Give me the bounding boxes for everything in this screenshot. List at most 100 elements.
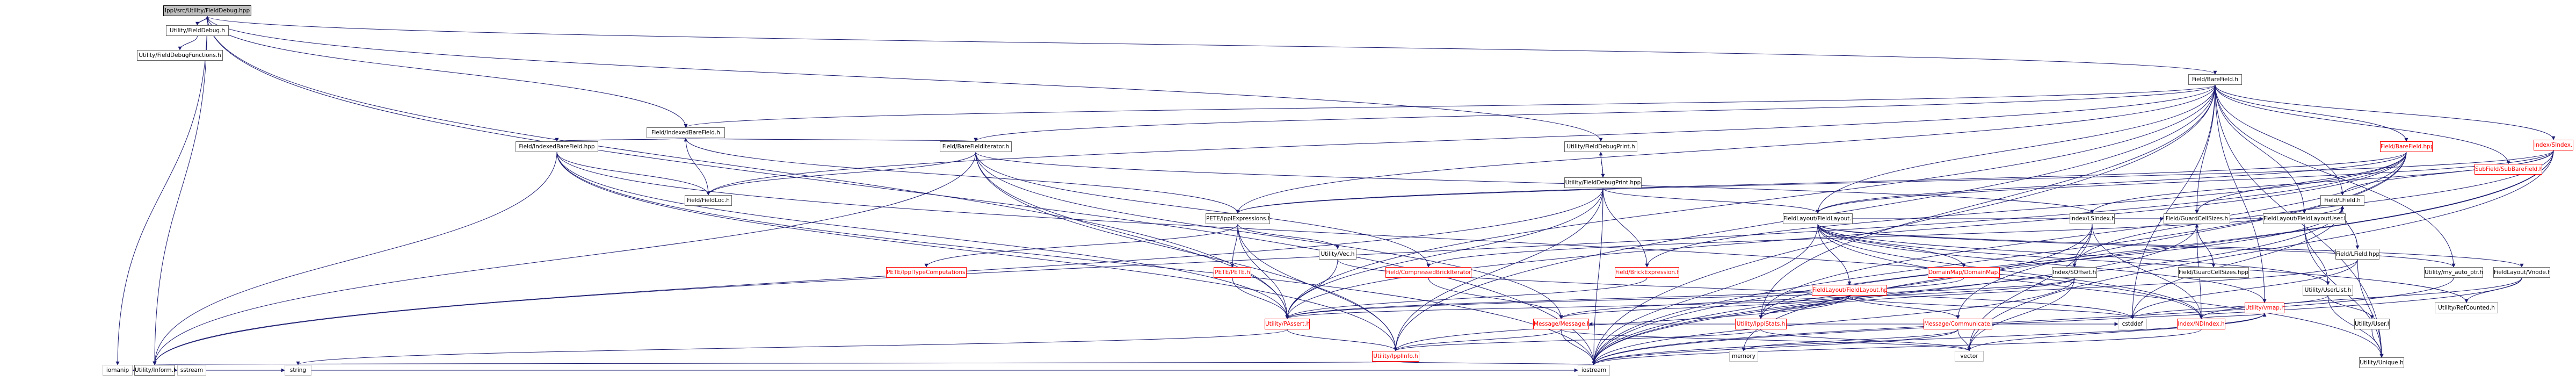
brick-expression-h-node[interactable]: Field/BrickExpression.h xyxy=(1615,267,1679,278)
include-edge-barefield_h-to-fieldlayout_h xyxy=(1816,84,2216,214)
guardcellsizes-h-node[interactable]: Field/GuardCellSizes.h xyxy=(2164,213,2230,224)
userlist-h-node[interactable]: Utility/UserList.h xyxy=(2303,285,2353,296)
inform-h-node[interactable]: Utility/Inform.h xyxy=(134,365,175,376)
node-label: Utility/UserList.h xyxy=(2304,287,2352,293)
my-auto-ptr-h-node[interactable]: Utility/my_auto_ptr.h xyxy=(2424,267,2483,278)
include-edge-vnode_h-to-iostream xyxy=(1592,277,2522,365)
node-label: iomanip xyxy=(106,367,129,373)
node-label: Utility/PAssert.h xyxy=(1265,321,1310,327)
include-edge-typeinfo_h-to-iostream xyxy=(1395,361,1595,365)
include-edge-barefield_h-to-my_auto_ptr_h xyxy=(2215,84,2456,268)
include-edge-fielddebug_hpp-to-iomanip xyxy=(115,16,208,365)
include-edge-indexedbarefield_hpp-to-inform_h xyxy=(153,152,557,365)
node-label: Field/GuardCellSizes.hpp xyxy=(2179,269,2248,276)
pasert-h-node[interactable]: Utility/PAssert.h xyxy=(1265,319,1310,329)
node-label: Index/NDIndex.h xyxy=(2178,321,2225,327)
node-label: PETE/IpplExpressions.h xyxy=(1206,215,1270,222)
include-edge-fieldlayout_h-to-iostream xyxy=(1592,224,1818,365)
pete-typeexpressions-h-node[interactable]: PETE/IpplExpressions.h xyxy=(1206,213,1270,224)
node-label: Field/IndexedBareField.hpp xyxy=(519,143,595,150)
include-edge-indexedbarefield_hpp-to-indexnd_h xyxy=(556,152,2203,319)
fielddebugprint-hpp-node[interactable]: Utility/FieldDebugPrint.hpp xyxy=(1564,177,1642,188)
include-edge-fieldlayout_h-to-rnegcontext_h xyxy=(1817,224,2469,303)
node-label: Field/CompressedBrickIterator.h xyxy=(1386,269,1471,276)
index-lsindex-h-node[interactable]: Index/LSIndex.h xyxy=(2070,213,2115,224)
index-sindex-h-node[interactable]: Index/SIndex.h xyxy=(2534,140,2573,150)
include-edge-barefield_h-to-fieldloc_h xyxy=(706,84,2216,196)
node-label: Field/FieldLoc.h xyxy=(687,197,730,204)
barefield-hpp-node[interactable]: Field/BareField.hpp xyxy=(2380,141,2433,152)
include-edge-userlist_h-to-user_h xyxy=(2327,295,2374,319)
include-edge-barefielditerator_h-to-typeinfo_h xyxy=(975,152,1398,351)
guardcellsizes-hpp-node[interactable]: Field/GuardCellSizes.hpp xyxy=(2178,267,2249,278)
fieldlayout-hpp-node[interactable]: FieldLayout/FieldLayout.hpp xyxy=(1812,285,1887,296)
include-edge-fieldlayout_h-to-vnode_h xyxy=(1817,224,2524,268)
include-edge-communicate_h-to-vector xyxy=(1957,329,1971,351)
node-label: FieldLayout/FieldLayout.h xyxy=(1783,215,1853,222)
include-edge-brickexpression_h-to-pasert_h xyxy=(1285,277,1648,319)
include-edge-vnode_h-to-indexnd_h xyxy=(2199,277,2522,319)
node-label: Utility/RefCounted.h xyxy=(2438,305,2495,311)
fielddebug-h-node[interactable]: Utility/FieldDebug.h xyxy=(166,25,229,36)
rnegcontext-h-node[interactable]: Utility/RefCounted.h xyxy=(2435,303,2498,313)
compressed-brick-iterator-h-node[interactable]: Field/CompressedBrickIterator.h xyxy=(1385,267,1471,278)
fieldlayoutuser-h-node[interactable]: FieldLayout/FieldLayoutUser.h xyxy=(2263,213,2346,224)
iostream-node: iostream xyxy=(1578,365,1610,376)
include-edge-barefield_h-to-fieldlfield_h xyxy=(2215,84,2345,196)
include-edge-indexsoffset_h-to-vector xyxy=(1967,277,2075,351)
barefield-h-node[interactable]: Field/BareField.h xyxy=(2188,74,2242,85)
indexedbarefield-h-node[interactable]: Field/IndexedBareField.h xyxy=(647,127,725,138)
typeinfo-h-node[interactable]: Utility/IpplInfo.h xyxy=(1372,351,1419,362)
include-edge-my_auto_ptr_h-to-iostream xyxy=(1592,277,2454,365)
include-edge-fielddebugprint_hpp-to-inform_h xyxy=(153,188,1603,365)
include-edge-indexsindex_h-to-vector xyxy=(1967,150,2554,351)
fielddebugfunctions-h-node[interactable]: Utility/FieldDebugFunctions.h xyxy=(137,50,223,61)
vnode-h-node[interactable]: FieldLayout/Vnode.h xyxy=(2493,267,2550,278)
fielddebugprint-h-node[interactable]: Utility/FieldDebugPrint.h xyxy=(1564,141,1637,152)
vector-node: vector xyxy=(1955,351,1984,362)
fieldlayout-h-node[interactable]: FieldLayout/FieldLayout.h xyxy=(1783,213,1853,224)
utility-vec-h-node[interactable]: Utility/Vec.h xyxy=(1319,249,1356,260)
subbarefield-h-node[interactable]: SubField/SubBareField.h xyxy=(2475,164,2542,175)
include-edge-fieldlayout_h-to-domainmap_h xyxy=(1817,224,1966,268)
pete-h-node[interactable]: PETE/PETE.h xyxy=(1214,267,1251,278)
include-edge-barefield_hpp-to-guardcellsizes_h xyxy=(2195,152,2407,214)
domainmap-h-node[interactable]: DomainMap/DomainMap.h xyxy=(1928,267,2000,278)
message-message-h-node[interactable]: Message/Message.h xyxy=(1533,319,1589,329)
ippl-typecomputations-h-node[interactable]: PETE/IpplTypeComputations.h xyxy=(886,267,967,278)
include-edge-fieldlayout_hpp-to-communicate_h xyxy=(1849,295,1960,319)
indexedbarefield-hpp-node[interactable]: Field/IndexedBareField.hpp xyxy=(516,141,598,152)
include-edge-barefielditerator_h-to-inform_h xyxy=(153,152,976,365)
include-edge-barefield_h-to-ipplstats_h xyxy=(1759,84,2216,319)
node-label: PETE/PETE.h xyxy=(1215,269,1250,276)
user-h-node[interactable]: Utility/User.h xyxy=(2354,319,2390,329)
ippl-stats-h-node[interactable]: Utility/IpplStats.h xyxy=(1735,319,1787,329)
index-ndindex-h-node[interactable]: Index/NDIndex.h xyxy=(2177,319,2225,329)
include-edge-fieldlayout_h-to-my_auto_ptr_h xyxy=(1817,224,2456,268)
include-edge-indexsoffset_h-to-messagemessage_h xyxy=(1559,277,2075,319)
include-edge-fieldlfield_h-to-ipplstats_h xyxy=(1759,205,2343,319)
node-label: Utility/FieldDebugPrint.hpp xyxy=(1565,179,1641,186)
include-edge-guardcellsizes_hpp-to-guardcellsizes_h xyxy=(2195,224,2214,268)
include-edge-compressedbrickiterator_h-to-messagemessage_h xyxy=(1428,277,1563,319)
index-soffset-h-node[interactable]: Index/SOffset.h xyxy=(2052,267,2097,278)
fieldloc-h-node[interactable]: Field/FieldLoc.h xyxy=(685,195,732,206)
fieldlfield-h-node[interactable]: Field/LField.h xyxy=(2320,195,2364,206)
include-edge-fielddebug_hpp-to-pasert_h xyxy=(207,16,1289,319)
fielddebug-hpp-node: Ippl/src/Utility/FieldDebug.hpp xyxy=(163,5,251,16)
barefielditerator-h-node[interactable]: Field/BareFieldIterator.h xyxy=(940,141,1012,152)
include-edge-fielddebugprint_hpp-to-pasert_h xyxy=(1285,188,1603,319)
unique-h-node[interactable]: Utility/Unique.h xyxy=(2359,357,2404,368)
include-edge-fieldlfield_h-to-iostream xyxy=(1592,205,2343,365)
node-label: Message/Message.h xyxy=(1534,321,1589,327)
include-edge-fieldlfield_h-to-cstddef xyxy=(2130,205,2343,319)
node-label: Utility/Inform.h xyxy=(135,367,175,373)
include-edge-fielddebug_hpp-to-iostream xyxy=(207,16,1596,365)
node-label: Utility/FieldDebugFunctions.h xyxy=(139,52,221,59)
message-communicate-h-node[interactable]: Message/Communicate.h xyxy=(1924,319,1992,329)
lfield-hpp-node[interactable]: Field/LField.hpp xyxy=(2335,249,2379,260)
include-edge-barefielditerator_h-to-pasert_h xyxy=(975,152,1289,319)
vmap-h-node[interactable]: Utility/vmap.h xyxy=(2245,303,2284,313)
